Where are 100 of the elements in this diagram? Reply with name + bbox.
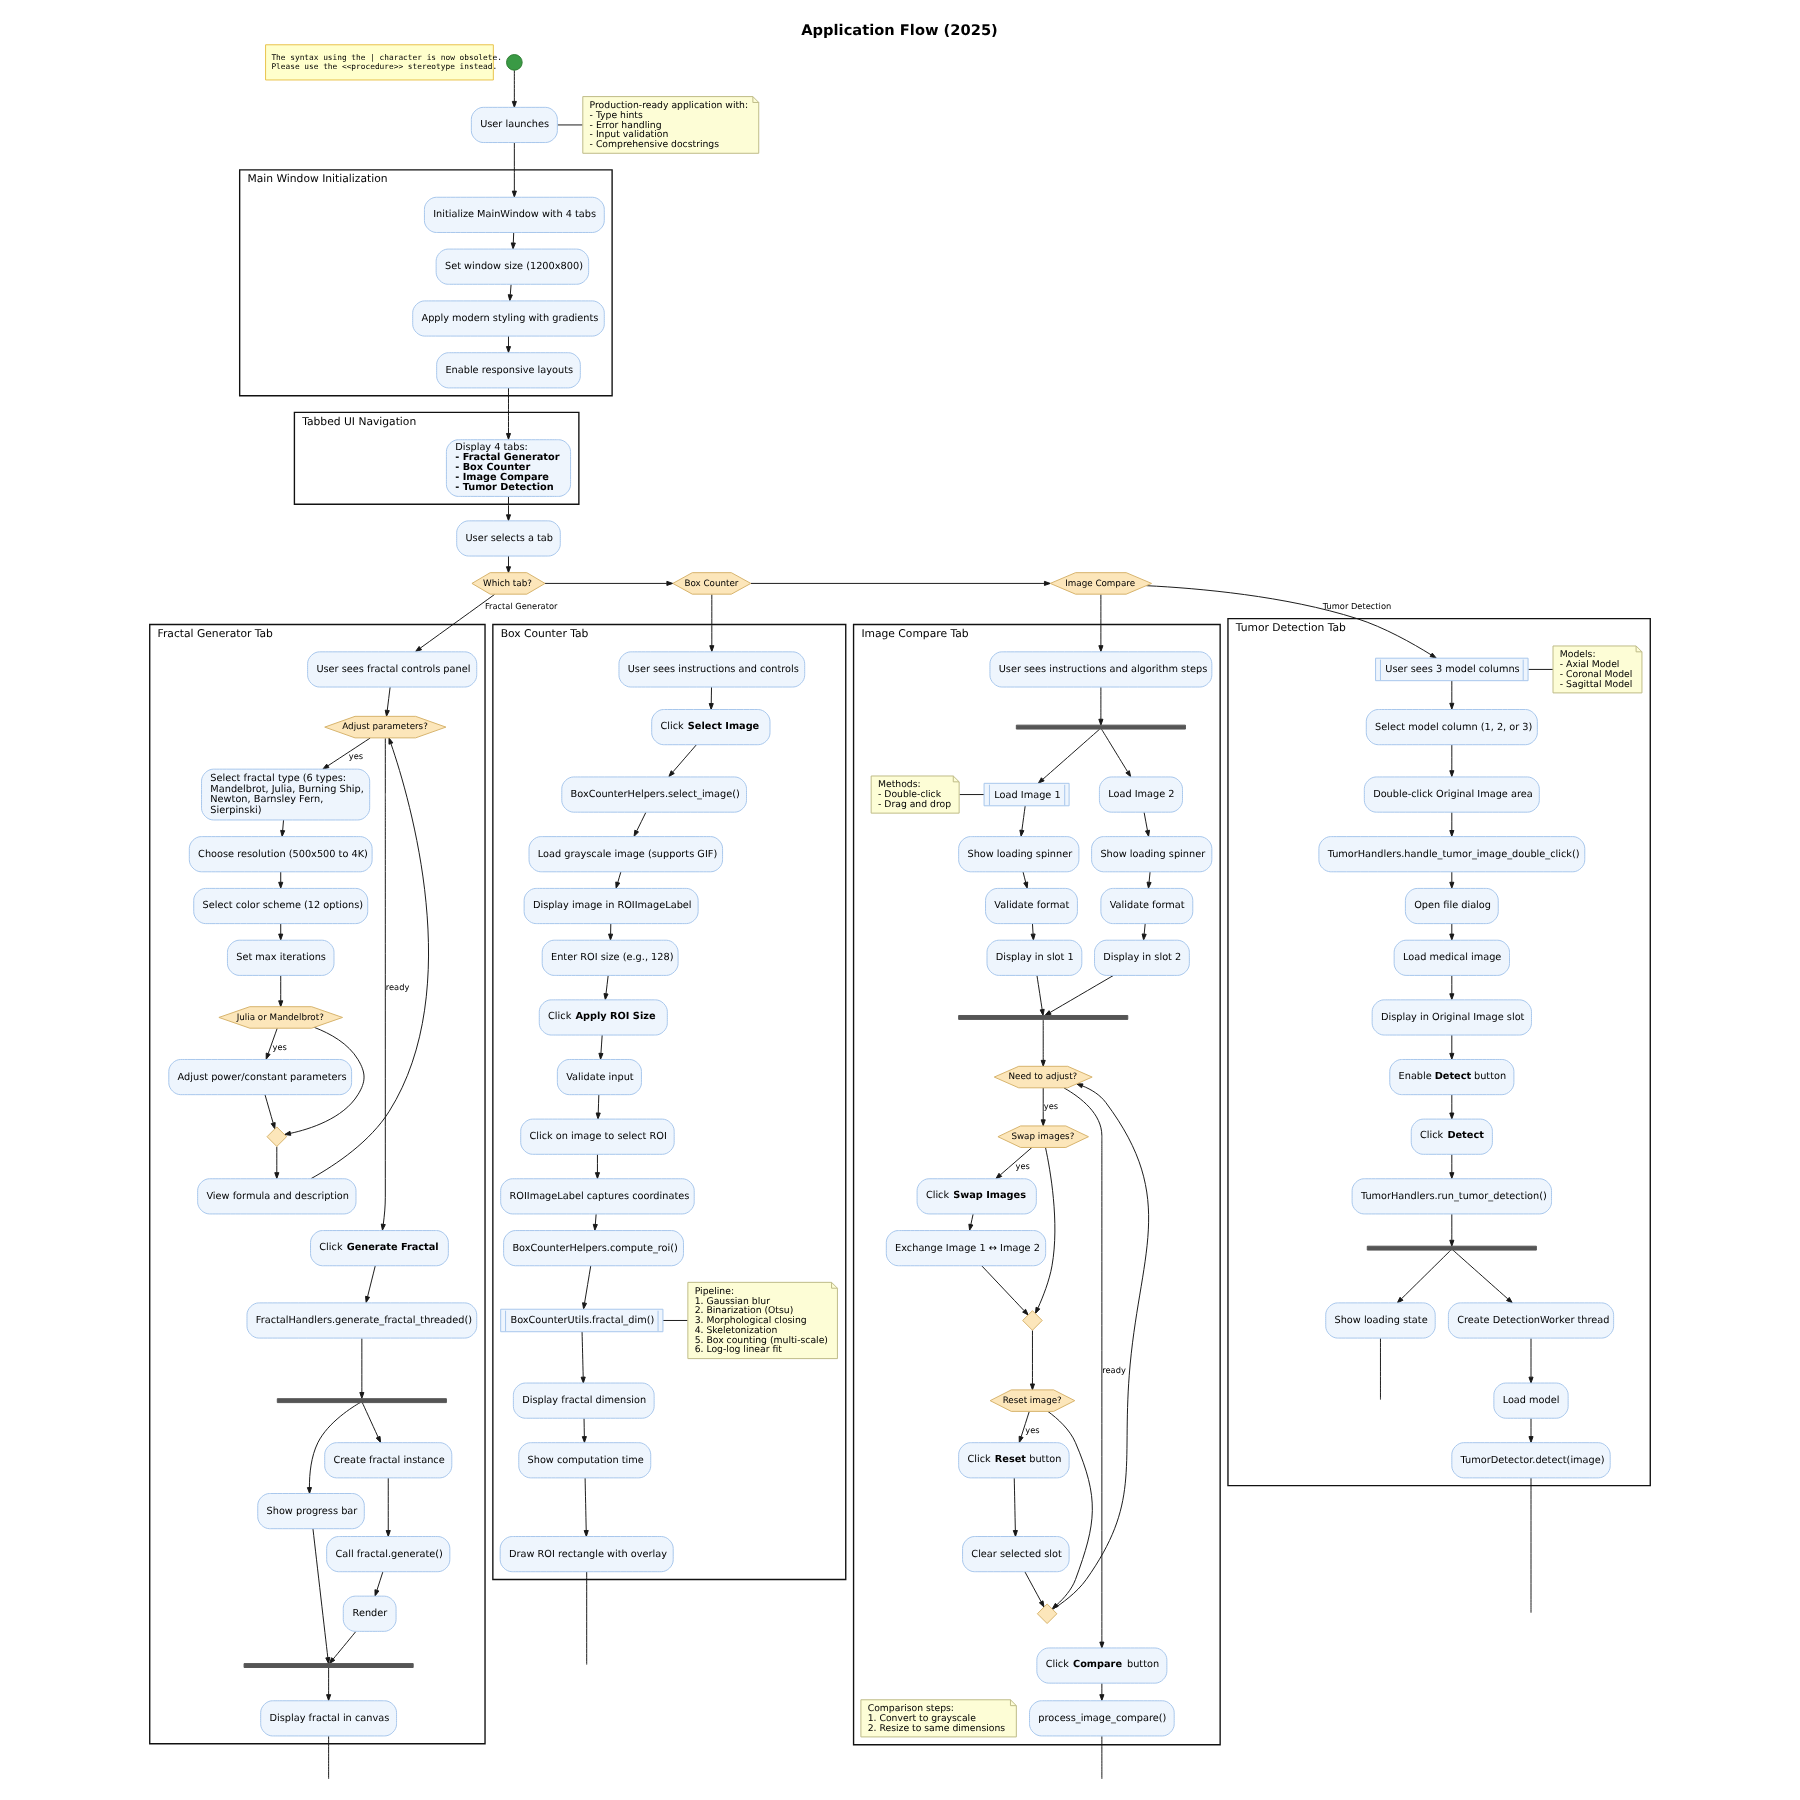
arrow	[1449, 680, 1455, 710]
arrow	[968, 1213, 974, 1231]
arrow	[361, 1402, 382, 1443]
arrow	[598, 1034, 604, 1060]
arrow	[329, 1631, 357, 1665]
arrow	[581, 1417, 587, 1443]
arrow	[1528, 1337, 1534, 1384]
arrow	[1449, 1153, 1455, 1179]
arrow	[1063, 1087, 1105, 1649]
arrow	[1449, 923, 1455, 941]
arrow	[306, 1402, 361, 1494]
arrow	[1036, 975, 1045, 1016]
arrow	[1449, 1034, 1455, 1060]
arrow	[603, 975, 609, 1001]
arrow	[384, 686, 391, 717]
arrow	[580, 1331, 586, 1384]
arrow	[1449, 975, 1455, 1001]
connector	[1101, 1735, 1103, 1780]
arrow	[583, 1477, 589, 1537]
arrow	[510, 232, 516, 250]
arrow	[1099, 1682, 1105, 1701]
arrow	[278, 923, 284, 941]
arrow	[385, 1477, 391, 1537]
arrow	[1037, 728, 1101, 784]
arrow	[995, 1147, 1033, 1180]
arrow	[1141, 923, 1147, 941]
arrow	[633, 811, 647, 837]
arrow	[415, 593, 496, 652]
arrow	[326, 1667, 332, 1701]
arrow	[1018, 1410, 1030, 1443]
arrow	[265, 1027, 278, 1060]
arrow	[1040, 1018, 1046, 1067]
node-diamond	[266, 1126, 288, 1147]
arrow	[615, 871, 622, 889]
arrow	[380, 737, 386, 1231]
arrow	[1449, 811, 1455, 837]
arrow	[1035, 1147, 1056, 1314]
arrow	[374, 1571, 384, 1597]
arrow	[594, 1153, 600, 1179]
arrow	[264, 1094, 276, 1130]
arrow	[668, 744, 697, 778]
arrow	[505, 555, 512, 574]
arrow	[1040, 1087, 1046, 1127]
arrow	[278, 871, 284, 889]
node-bar	[1015, 724, 1186, 730]
arrow	[1143, 811, 1150, 837]
arrow	[750, 580, 1051, 586]
arrow	[1452, 1249, 1513, 1304]
arrow	[322, 737, 371, 770]
node-bar	[958, 1015, 1129, 1020]
arrow	[1528, 1417, 1534, 1443]
arrow	[1449, 1094, 1455, 1120]
node-bar	[276, 1398, 447, 1404]
arrow	[1449, 744, 1455, 778]
connector	[1530, 1477, 1532, 1614]
node-bar	[243, 1663, 414, 1668]
arrow	[1024, 1571, 1045, 1608]
connector	[662, 1320, 689, 1321]
arrow	[278, 975, 284, 1008]
node-circle	[506, 54, 523, 71]
arrow	[544, 580, 674, 586]
arrow	[1098, 686, 1104, 726]
arrow	[511, 142, 517, 198]
connector	[1380, 1337, 1381, 1401]
arrow	[1022, 871, 1029, 889]
connector	[328, 1735, 330, 1780]
arrow	[1098, 593, 1104, 652]
arrow	[1044, 975, 1114, 1016]
arrow	[1449, 1213, 1455, 1247]
arrow	[1030, 923, 1036, 941]
connector	[959, 794, 985, 796]
arrow	[1146, 871, 1152, 889]
arrow	[708, 686, 714, 710]
arrow	[507, 284, 513, 302]
arrow	[505, 496, 512, 522]
arrow	[365, 1265, 376, 1303]
arrow	[981, 1265, 1029, 1316]
arrow	[1396, 1249, 1452, 1304]
arrow	[511, 69, 517, 108]
connector	[1527, 668, 1554, 670]
arrow	[1449, 871, 1455, 889]
arrow	[310, 737, 429, 1180]
arrow	[284, 1026, 365, 1136]
arrow	[608, 923, 614, 941]
arrow	[595, 1094, 601, 1120]
arrow	[1101, 728, 1132, 778]
arrow	[1029, 1329, 1035, 1391]
arrow	[274, 1146, 280, 1179]
arrow	[709, 593, 715, 652]
arrow	[312, 1528, 331, 1664]
connector	[586, 1571, 588, 1665]
arrow	[280, 819, 286, 837]
arrow	[505, 387, 512, 440]
arrow	[592, 1213, 598, 1231]
node-bar	[1366, 1245, 1537, 1251]
arrow	[505, 335, 512, 353]
arrow	[1012, 1477, 1018, 1537]
arrow	[359, 1337, 365, 1399]
arrow	[1019, 805, 1026, 837]
arrow	[582, 1265, 592, 1310]
